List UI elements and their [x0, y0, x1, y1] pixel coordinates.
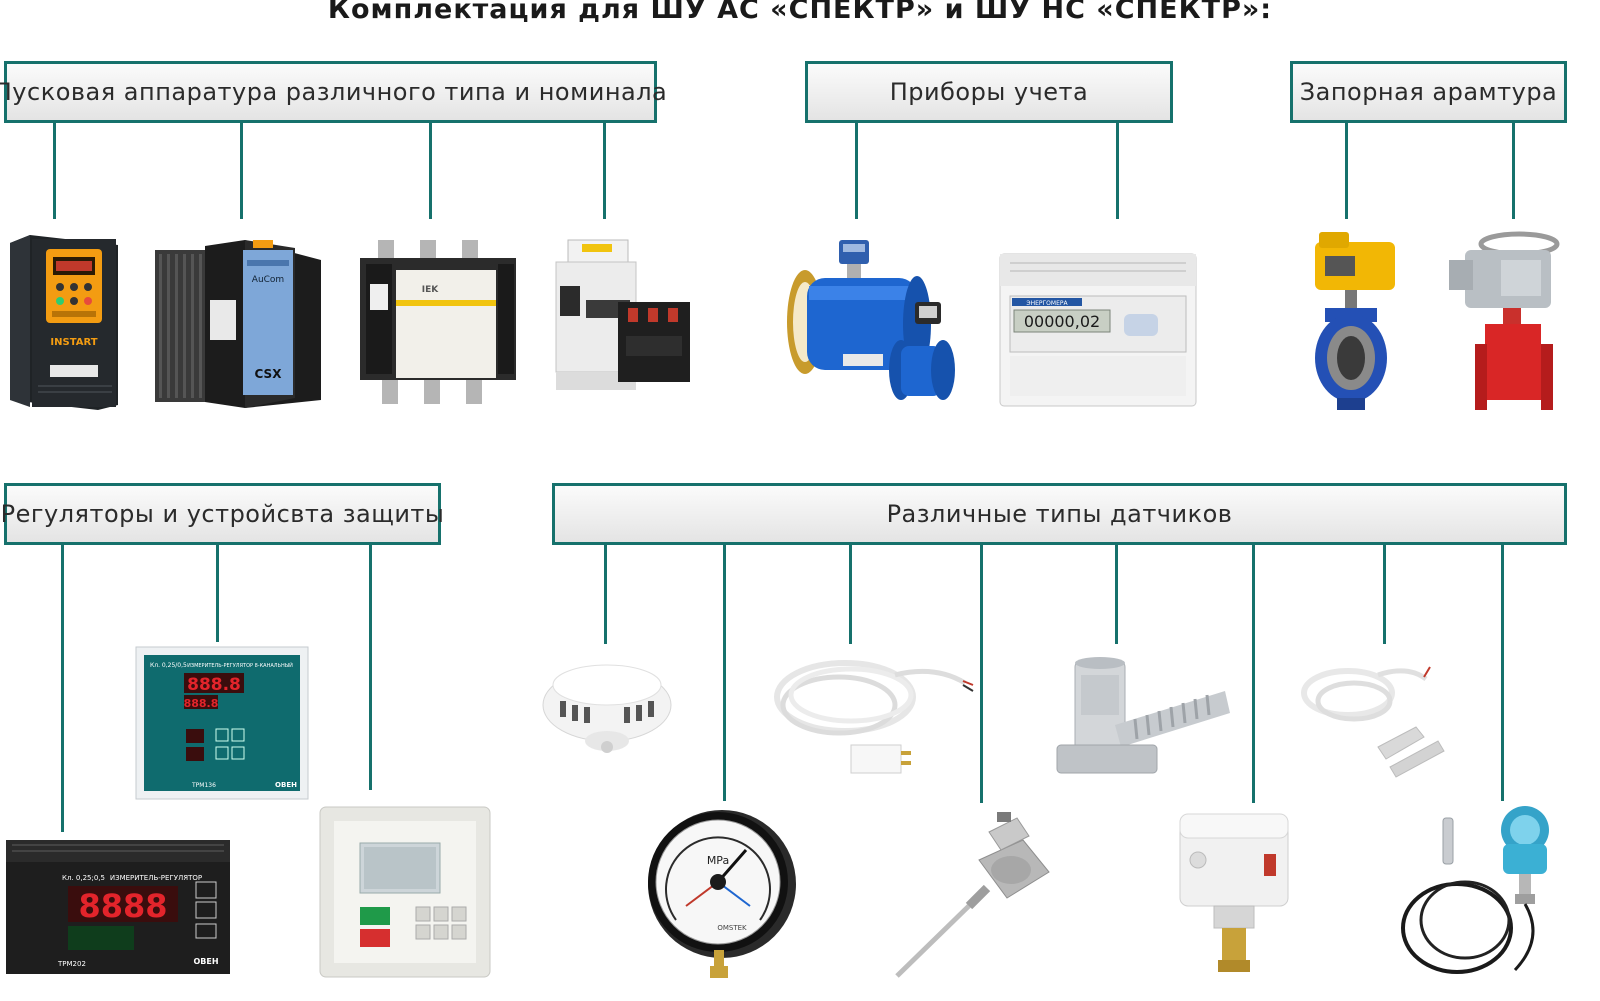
connector-line [216, 545, 219, 642]
soft-starter-image: AuCom CSX [155, 240, 323, 408]
category-label: Приборы учета [889, 78, 1089, 106]
connector-line [240, 123, 243, 219]
category-shutoff-valves: Запорная арамтура [1290, 61, 1567, 123]
connector-line [53, 123, 56, 219]
trm202-class-label: Кл. 0,25;0,5 [62, 874, 105, 882]
category-label: Запорная арамтура [1299, 78, 1558, 106]
trm136-model-label: ТРМ136 [191, 782, 216, 789]
connector-line [1115, 545, 1118, 644]
cable-sensor-image [774, 655, 975, 780]
category-label: Регуляторы и устройсвта защиты [0, 500, 445, 528]
reed-switch-image [1298, 655, 1446, 781]
connector-line [849, 545, 852, 644]
contactor-brand-label: IEK [422, 285, 439, 295]
thermocouple-image [893, 812, 1053, 978]
controller-trm136-image: Кл. 0,25/0,5 ИЗМЕРИТЕЛЬ-РЕГУЛЯТОР 8-КАНА… [135, 646, 309, 800]
gate-valve-image [1445, 231, 1563, 414]
connector-line [429, 123, 432, 219]
trm202-caption-label: ИЗМЕРИТЕЛЬ-РЕГУЛЯТОР [110, 874, 202, 882]
pressure-transmitter-image [1395, 806, 1565, 978]
vibration-sensor-image [1055, 655, 1230, 780]
trm202-model-label: ТРМ202 [57, 960, 86, 968]
trm136-class-label: Кл. 0,25/0,5 [150, 662, 187, 669]
category-label: Пусковая аппаратура различного типа и но… [0, 78, 668, 106]
trm136-display-top: 888.8 [187, 675, 241, 695]
contactor-large-image: IEK [360, 240, 520, 406]
connector-line [1383, 545, 1386, 644]
connector-line [61, 545, 64, 832]
butterfly-valve-image [1305, 232, 1397, 412]
connector-line [1501, 545, 1504, 801]
connector-line [1116, 123, 1119, 219]
category-label: Различные типы датчиков [886, 500, 1233, 528]
connector-line [980, 545, 983, 803]
trm136-display-bottom: 888.8 [184, 697, 219, 710]
softstarter-model-label: CSX [255, 367, 283, 381]
connector-line [1345, 123, 1348, 219]
gauge-brand-label: OMSTEK [717, 924, 747, 932]
connector-line [855, 123, 858, 219]
frequency-converter-image: INSTART [2, 235, 120, 410]
pressure-gauge-image: MPa OMSTEK [646, 810, 802, 980]
flow-switch-image [1178, 810, 1290, 974]
controller-trm202-image: Кл. 0,25;0,5 ИЗМЕРИТЕЛЬ-РЕГУЛЯТОР 8888 Т… [6, 840, 230, 974]
trm202-display: 8888 [78, 887, 167, 925]
vfd-brand-label: INSTART [50, 337, 97, 348]
connector-line [723, 545, 726, 801]
smoke-detector-image [540, 655, 674, 765]
connector-line [369, 545, 372, 790]
page-title: Комплектация для ШУ АС «СПЕКТР» и ШУ НС … [327, 0, 1273, 25]
gauge-unit-label: MPa [707, 854, 729, 867]
meter-digits-display: 00000,02 [1024, 312, 1100, 331]
flowmeter-image [783, 238, 968, 406]
connector-line [603, 123, 606, 219]
connector-line [1512, 123, 1515, 219]
owen-logo: ОВЕН [275, 781, 297, 789]
connector-line [604, 545, 607, 644]
owen-logo: ОВЕН [193, 957, 218, 966]
contactor-relay-image [555, 239, 691, 390]
category-starting-equipment: Пусковая аппаратура различного типа и но… [0, 61, 667, 123]
meter-brand-label: ЭНЕРГОМЕРА [1026, 300, 1068, 307]
trm136-caption-label: ИЗМЕРИТЕЛЬ-РЕГУЛЯТОР 8-КАНАЛЬНЫЙ [187, 662, 293, 669]
electricity-meter-image: ЭНЕРГОМЕРА 00000,02 [999, 253, 1197, 407]
softstarter-brand-label: AuCom [252, 275, 284, 285]
category-regulators-protection: Регуляторы и устройсвта защиты [1, 483, 444, 545]
protection-device-image [319, 806, 491, 978]
category-sensors: Различные типы датчиков [552, 483, 1567, 545]
connector-line [1252, 545, 1255, 803]
category-metering-devices: Приборы учета [805, 61, 1173, 123]
